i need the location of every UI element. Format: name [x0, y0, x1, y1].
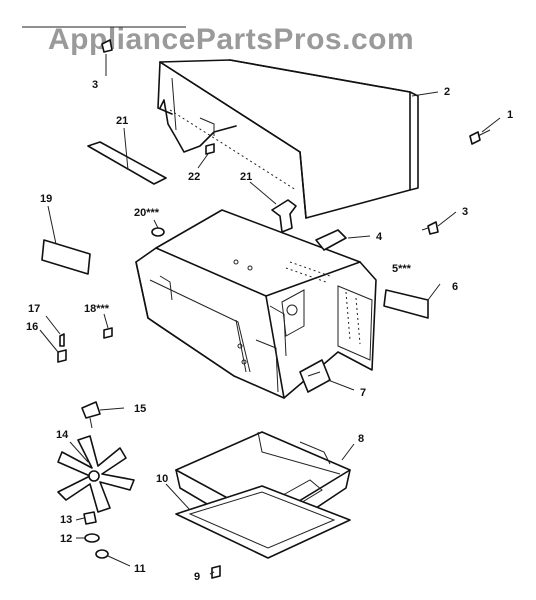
watermark-text: AppliancePartsPros.com	[48, 23, 414, 56]
callout-14: 14	[56, 429, 69, 441]
callout-15: 15	[134, 403, 146, 415]
callout-20: 20***	[134, 207, 160, 219]
callout-8: 8	[358, 433, 364, 445]
callout-6: 6	[452, 281, 458, 293]
callout-7: 7	[360, 387, 366, 399]
screw-18	[103, 327, 113, 339]
callout-10: 10	[156, 473, 168, 485]
screw-16	[57, 349, 67, 363]
callout-2: 2	[444, 86, 450, 98]
label-19	[41, 239, 91, 275]
bottom-plate	[175, 485, 351, 559]
callout-9: 9	[194, 571, 200, 583]
grommet-20	[151, 227, 165, 237]
clip-11	[95, 549, 109, 559]
callout-5: 5***	[392, 263, 412, 275]
callout-19: 19	[40, 193, 52, 205]
screw-3-top	[101, 39, 113, 53]
cushion-4	[315, 229, 347, 251]
fan-blade	[57, 435, 135, 513]
callout-16: 16	[26, 321, 38, 333]
chassis-frame	[135, 209, 377, 399]
callout-12: 12	[60, 533, 72, 545]
cover-6	[383, 289, 429, 319]
callout-3-right: 3	[462, 206, 468, 218]
washer-12	[84, 533, 100, 543]
callout-11: 11	[134, 563, 146, 575]
screw-9	[211, 565, 221, 579]
cushion-21-right	[271, 199, 297, 233]
screw-22	[205, 143, 215, 155]
screw-3-right	[421, 221, 439, 235]
callout-13: 13	[60, 514, 72, 526]
leader-lines	[39, 54, 501, 575]
motor-15	[81, 401, 101, 429]
callout-18: 18***	[84, 303, 110, 315]
callout-1: 1	[507, 109, 513, 121]
plate-7	[299, 359, 331, 393]
callout-3-top: 3	[92, 79, 98, 91]
callout-21-right: 21	[240, 171, 252, 183]
outer-cabinet	[157, 59, 419, 219]
callout-21-left: 21	[116, 115, 128, 127]
screw-17	[59, 333, 65, 347]
screw-1	[469, 129, 491, 145]
callout-17: 17	[28, 303, 40, 315]
nut-13	[83, 511, 97, 525]
callout-4: 4	[376, 231, 383, 243]
callout-22: 22	[188, 171, 200, 183]
